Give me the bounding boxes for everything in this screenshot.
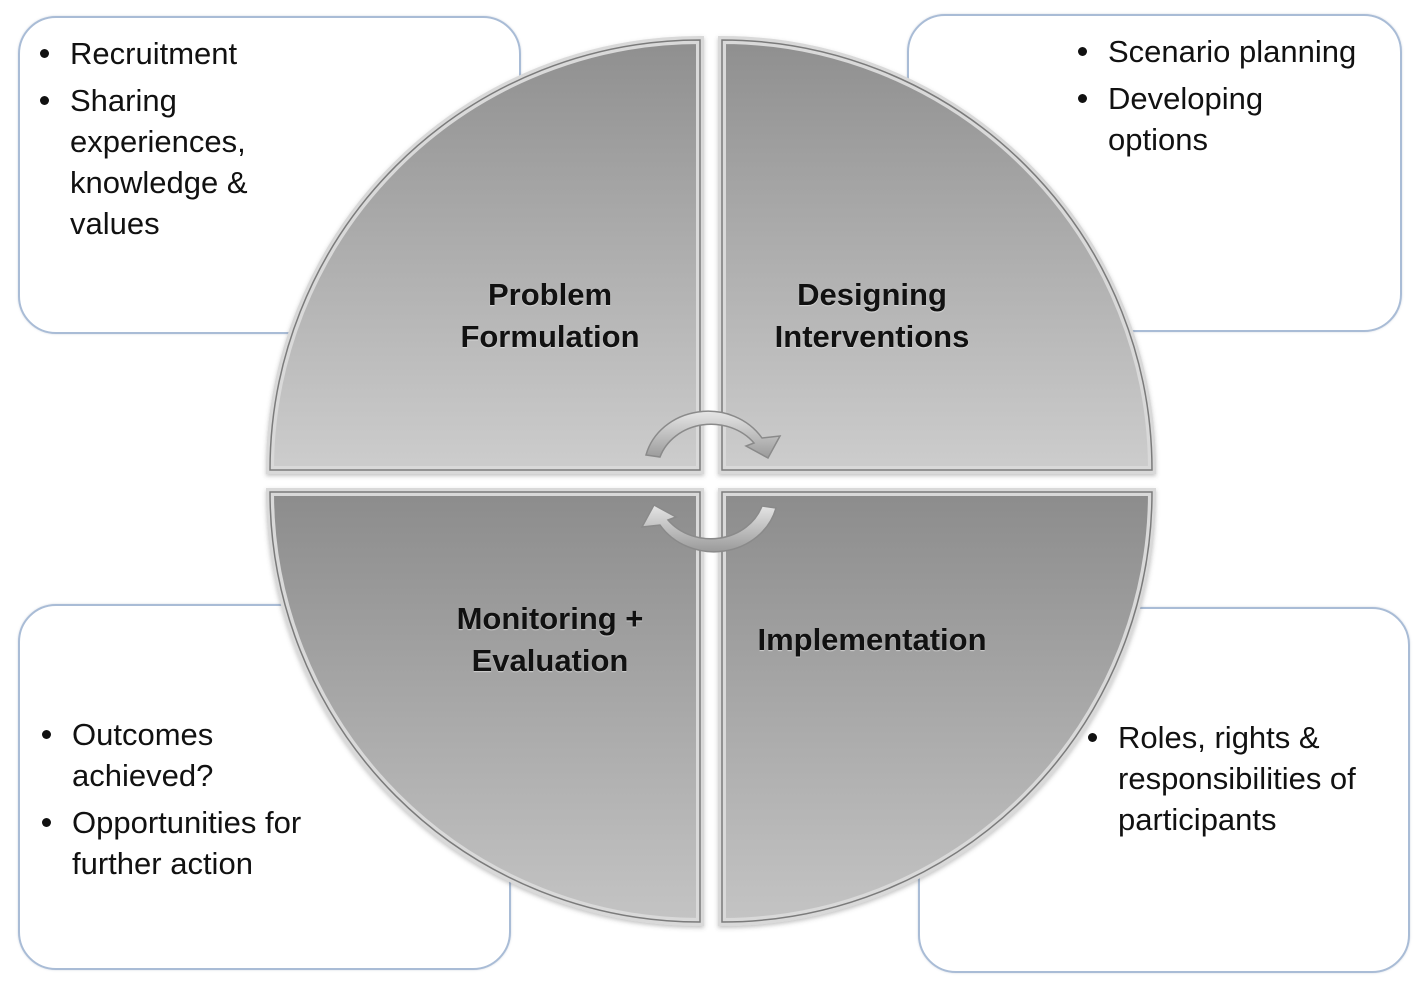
title-line: Interventions: [774, 319, 970, 354]
list-item: Opportunities for further action: [40, 802, 362, 884]
wedge-implementation: [718, 488, 1157, 927]
bullet-list-designing-interventions: Scenario planning Developing options: [1076, 31, 1396, 166]
bullet-list-monitoring-evaluation: Outcomes achieved? Opportunities for fur…: [40, 714, 360, 890]
cycle-arrow-counterclockwise-icon: [640, 503, 777, 553]
list-item: Recruitment: [38, 33, 338, 74]
cycle-arrow-clockwise-icon: [645, 410, 782, 460]
bullet-list-implementation: Roles, rights & responsibilities of part…: [1086, 717, 1406, 846]
list-item: Outcomes achieved?: [40, 714, 262, 796]
title-line: Monitoring +: [456, 601, 644, 636]
title-line: Formulation: [460, 319, 640, 354]
list-item: Developing options: [1076, 78, 1298, 160]
title-designing-interventions: Designing Interventions: [722, 274, 1022, 358]
title-implementation: Implementation: [722, 619, 1022, 661]
title-line: Implementation: [757, 622, 987, 657]
title-line: Designing: [797, 277, 947, 312]
list-item: Scenario planning: [1076, 31, 1396, 72]
title-problem-formulation: Problem Formulation: [400, 274, 700, 358]
title-line: Problem: [487, 277, 613, 312]
list-item: Sharing experiences, knowledge & values: [38, 80, 310, 244]
title-monitoring-evaluation: Monitoring + Evaluation: [396, 598, 704, 682]
title-line: Evaluation: [471, 643, 629, 678]
list-item: Roles, rights & responsibilities of part…: [1086, 717, 1403, 840]
bullet-list-problem-formulation: Recruitment Sharing experiences, knowled…: [38, 33, 338, 250]
